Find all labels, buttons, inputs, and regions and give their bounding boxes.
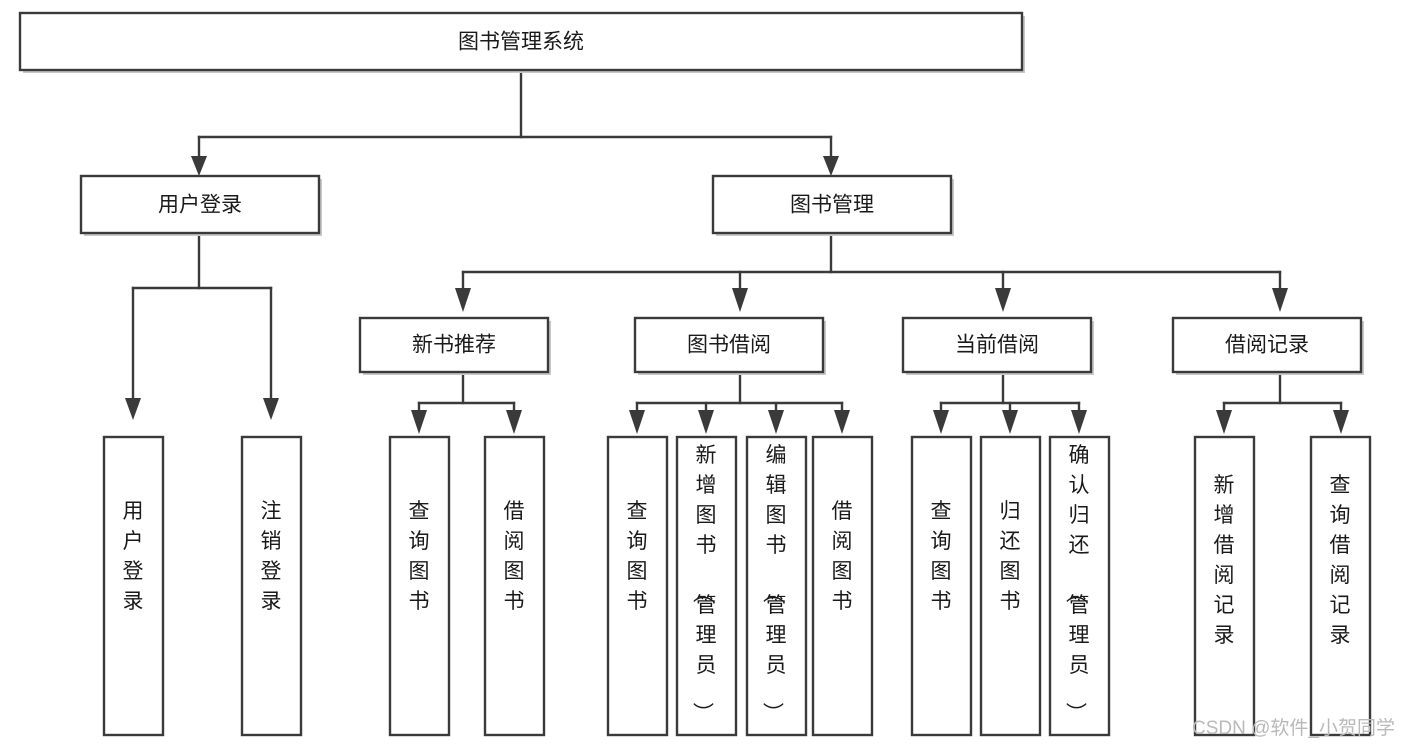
leaf-user-login-label: 用户登录 [123, 500, 144, 613]
leaf-user-login-box[interactable] [102, 435, 165, 737]
arrow-leaf-add-book [698, 410, 714, 434]
leaf-add-book-label: 新增图书（管理员） [691, 444, 717, 723]
arrow-to-new-book-recommend [455, 288, 471, 312]
node-leaf-query-book-2[interactable]: 查询图书 [606, 435, 669, 737]
arrow-leaf-user-login [125, 398, 141, 420]
arrow-to-current-borrow [995, 288, 1011, 312]
node-leaf-query-book-1[interactable]: 查询图书 [388, 435, 451, 737]
node-leaf-add-record[interactable]: 新增借阅记录 [1193, 435, 1256, 737]
node-root[interactable]: 图书管理系统 [18, 11, 1025, 73]
leaf-query-record-label: 查询借阅记录 [1330, 474, 1351, 647]
node-new-book-recommend[interactable]: 新书推荐 [358, 316, 551, 375]
node-borrow-record[interactable]: 借阅记录 [1171, 316, 1364, 375]
leaf-return-book-label: 归还图书 [1000, 500, 1021, 613]
leaf-logout-login-label: 注销登录 [261, 500, 282, 613]
leaf-add-book-box[interactable] [675, 435, 738, 737]
arrow-leaf-query-record [1333, 410, 1349, 434]
leaf-borrow-book-1-box[interactable] [483, 435, 546, 737]
user-login-box[interactable] [79, 174, 321, 235]
arrow-leaf-borrow-book-2 [834, 410, 850, 434]
book-borrow-label: 图书借阅 [687, 334, 771, 357]
node-current-borrow[interactable]: 当前借阅 [901, 316, 1094, 375]
leaf-confirm-return-label: 确认归还（管理员） [1064, 444, 1090, 723]
leaf-query-book-3-label: 查询图书 [931, 500, 952, 613]
book-management-label: 图书管理 [790, 194, 874, 217]
leaf-borrow-book-2-box[interactable] [811, 435, 874, 737]
node-leaf-confirm-return[interactable]: 确认归还（管理员） [1048, 435, 1111, 737]
node-book-management[interactable]: 图书管理 [711, 174, 954, 236]
user-login-label: 用户登录 [158, 194, 242, 217]
current-borrow-label: 当前借阅 [955, 334, 1039, 357]
arrow-to-borrow-record [1272, 288, 1288, 312]
arrow-leaf-query-book-2 [629, 410, 645, 434]
arrow-leaf-query-book-1 [411, 410, 427, 434]
book-management-box[interactable] [711, 174, 953, 235]
node-leaf-add-book[interactable]: 新增图书（管理员） [675, 435, 738, 737]
leaf-query-book-3-box[interactable] [910, 435, 973, 737]
book-borrow-box[interactable] [633, 316, 825, 374]
leaf-confirm-return-box[interactable] [1048, 435, 1111, 737]
leaf-borrow-book-2-label: 借阅图书 [832, 500, 853, 613]
node-leaf-logout-login[interactable]: 注销登录 [240, 435, 303, 737]
node-leaf-query-book-3[interactable]: 查询图书 [910, 435, 973, 737]
node-user-login[interactable]: 用户登录 [79, 174, 322, 236]
node-leaf-query-record[interactable]: 查询借阅记录 [1309, 435, 1372, 737]
arrow-leaf-query-book-3 [933, 410, 949, 434]
leaf-query-book-1-box[interactable] [388, 435, 451, 737]
arrow-leaf-borrow-book-1 [506, 410, 522, 434]
node-leaf-borrow-book-2[interactable]: 借阅图书 [811, 435, 874, 737]
arrow-leaf-logout-login [263, 398, 279, 420]
node-book-borrow[interactable]: 图书借阅 [633, 316, 826, 375]
new-book-recommend-label: 新书推荐 [412, 334, 496, 357]
borrow-record-label: 借阅记录 [1225, 334, 1309, 357]
leaf-query-record-box[interactable] [1309, 435, 1372, 737]
borrow-record-box[interactable] [1171, 316, 1363, 374]
leaf-edit-book-box[interactable] [745, 435, 808, 737]
leaf-query-book-2-label: 查询图书 [627, 500, 648, 613]
leaf-query-book-2-box[interactable] [606, 435, 669, 737]
arrow-leaf-return-book [1002, 410, 1018, 434]
arrow-leaf-add-record [1216, 410, 1232, 434]
node-leaf-return-book[interactable]: 归还图书 [979, 435, 1042, 737]
csdn-watermark: CSDN @软件_小贺同学 [1192, 717, 1395, 739]
node-leaf-borrow-book-1[interactable]: 借阅图书 [483, 435, 546, 737]
connector-layer [125, 69, 1349, 434]
arrow-leaf-edit-book [768, 410, 784, 434]
leaf-add-record-box[interactable] [1193, 435, 1256, 737]
leaf-query-book-1-label: 查询图书 [409, 500, 430, 613]
leaf-edit-book-label: 编辑图书（管理员） [761, 444, 787, 723]
leaf-return-book-box[interactable] [979, 435, 1042, 737]
new-book-recommend-box[interactable] [358, 316, 550, 374]
node-leaf-user-login[interactable]: 用户登录 [102, 435, 165, 737]
arrow-leaf-confirm-return [1071, 410, 1087, 434]
arrow-to-user-login [191, 156, 207, 176]
arrow-to-book-borrow [732, 288, 748, 312]
arrow-to-book-management [823, 156, 839, 176]
current-borrow-box[interactable] [901, 316, 1093, 374]
root-label: 图书管理系统 [458, 31, 584, 54]
leaf-logout-login-box[interactable] [240, 435, 303, 737]
root-box[interactable] [18, 11, 1024, 72]
node-leaf-edit-book[interactable]: 编辑图书（管理员） [745, 435, 808, 737]
leaf-add-record-label: 新增借阅记录 [1214, 474, 1235, 647]
leaf-borrow-book-1-label: 借阅图书 [504, 500, 525, 613]
